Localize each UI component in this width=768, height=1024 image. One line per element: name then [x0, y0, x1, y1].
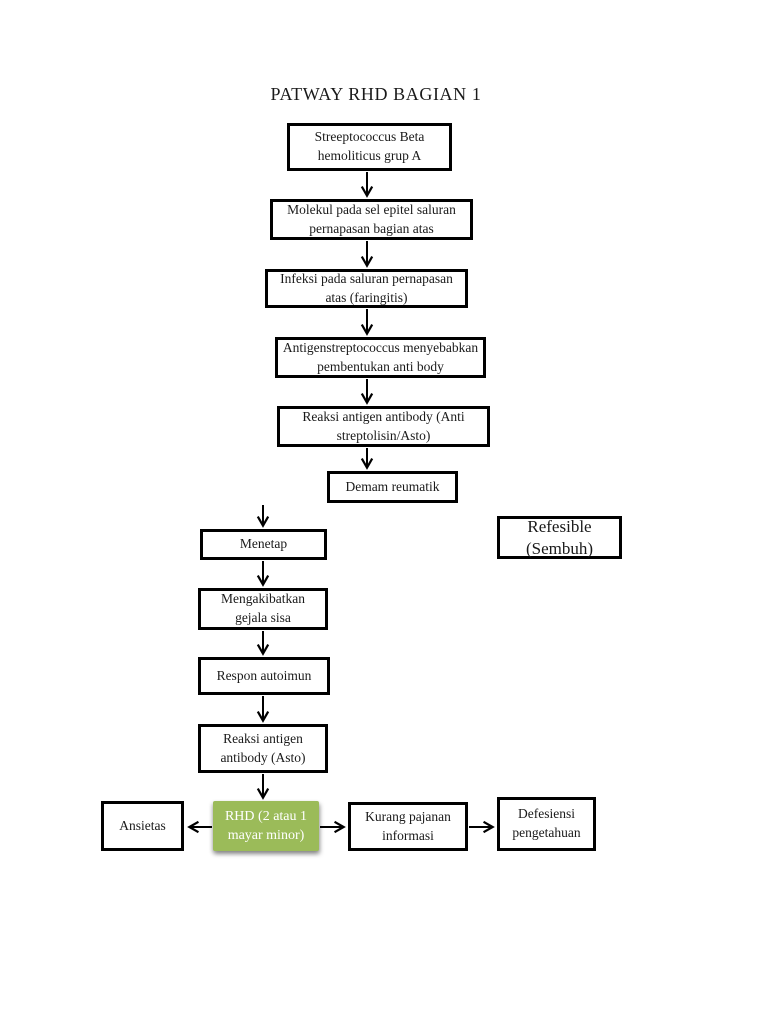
node-ansietas: Ansietas [101, 801, 184, 851]
node-refesible-sembuh: Refesible (Sembuh) [497, 516, 622, 559]
node-molekul-epitel: Molekul pada sel epitel saluran pernapas… [270, 199, 473, 240]
node-infeksi-faringitis: Infeksi pada saluran pernapasan atas (fa… [265, 269, 468, 308]
node-menetap: Menetap [200, 529, 327, 560]
node-defesiensi-pengetahuan: Defesiensi pengetahuan [497, 797, 596, 851]
node-respon-autoimun: Respon autoimun [198, 657, 330, 695]
node-streptococcus: Streeptococcus Beta hemoliticus grup A [287, 123, 452, 171]
node-kurang-pajanan: Kurang pajanan informasi [348, 802, 468, 851]
node-reaksi-antigen-antistreptolisin: Reaksi antigen antibody (Anti streptolis… [277, 406, 490, 447]
node-demam-reumatik: Demam reumatik [327, 471, 458, 503]
node-rhd-highlight: RHD (2 atau 1 mayar minor) [213, 801, 319, 851]
diagram-title: PATWAY RHD BAGIAN 1 [270, 84, 482, 104]
node-reaksi-antigen-asto: Reaksi antigen antibody (Asto) [198, 724, 328, 773]
node-gejala-sisa: Mengakibatkan gejala sisa [198, 588, 328, 630]
node-antigen-streptococcus: Antigenstreptococcus menyebabkan pembent… [275, 337, 486, 378]
